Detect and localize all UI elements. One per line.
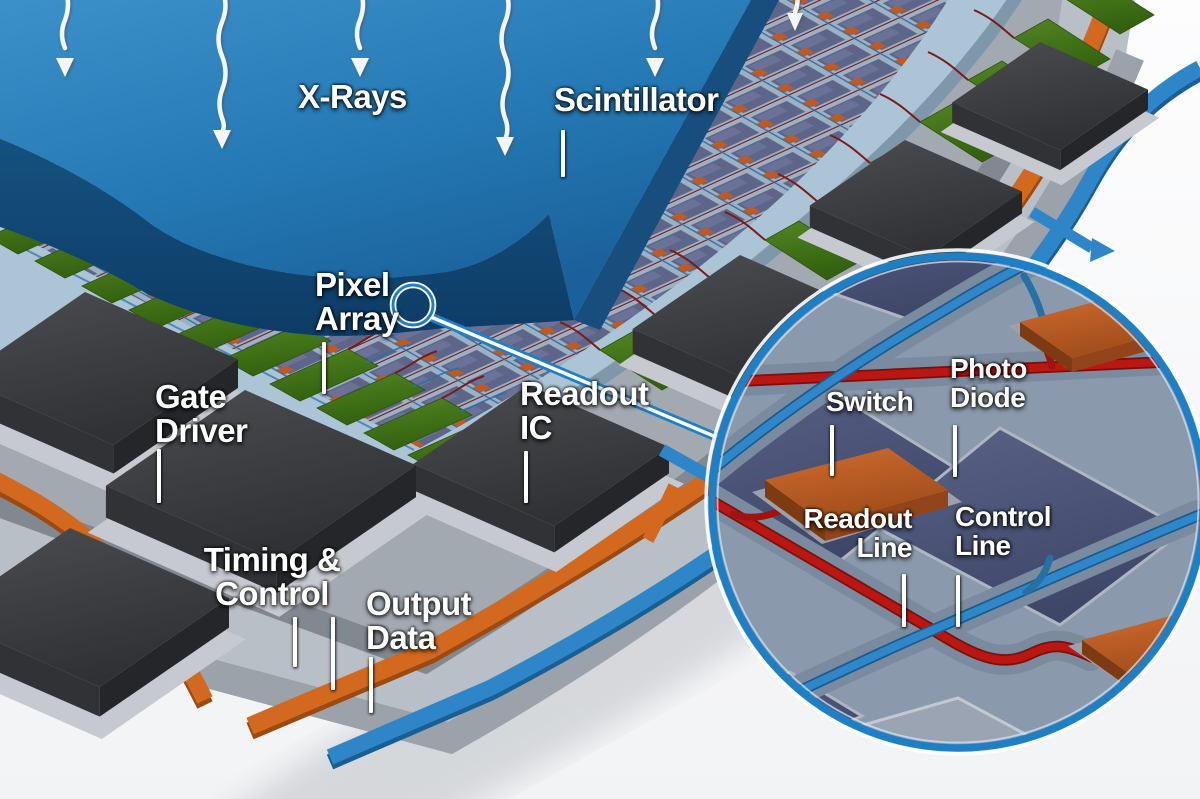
label-photo-diode: Photo Diode [950,353,1027,414]
leader-output-data [369,657,373,713]
label-switch: Switch [826,386,914,417]
leader-gate-driver [157,449,161,503]
leader-switch [830,425,834,476]
leader-timing-control-1 [293,617,297,667]
label-timing-control: Timing & Control [203,541,341,613]
label-readout-line: Readout Line [803,503,913,564]
leader-control-line [956,575,960,627]
label-gate-driver: Gate Driver [155,378,248,450]
leader-timing-control-2 [331,617,335,690]
leader-photo-diode [953,425,957,477]
xray-arrows [56,0,803,156]
magnifier-ring [708,252,1200,752]
label-xrays: X-Rays [298,78,407,115]
control-line-wires [712,256,1200,728]
label-control-line: Control Line [955,501,1052,562]
label-readout-ic: Readout IC [520,375,649,447]
label-output-data: Output Data [366,585,472,657]
label-scintillator: Scintillator [554,81,719,118]
leader-readout-ic [524,451,528,503]
leader-pixel-array [322,342,326,394]
leader-scintillator [561,130,565,177]
magnifier-callout [389,281,718,442]
scintillator-layer [0,0,780,336]
leader-readout-line [902,574,906,627]
label-pixel-array: Pixel Array [315,266,399,338]
